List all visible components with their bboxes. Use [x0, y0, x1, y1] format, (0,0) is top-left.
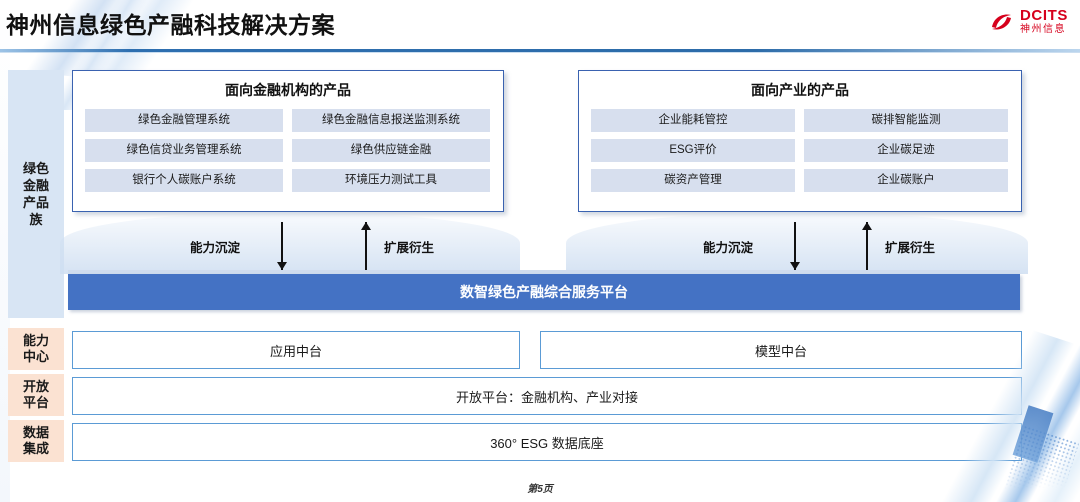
page-title: 神州信息绿色产融科技解决方案 — [6, 12, 335, 38]
rail-family-line-1: 绿色 — [22, 161, 49, 176]
product-chip[interactable]: 绿色金融信息报送监测系统 — [292, 109, 490, 132]
platform-bar[interactable]: 数智绿色产融综合服务平台 — [68, 274, 1020, 310]
logo-text-cn: 神州信息 — [1020, 24, 1066, 35]
arrow-label-capability-precipitation: 能力沉淀 — [190, 240, 241, 255]
product-chip[interactable]: 企业能耗管控 — [591, 109, 795, 132]
layer-box-application-midend[interactable]: 应用中台 — [72, 331, 520, 369]
arrow-group-left: 能力沉淀 扩展衍生 — [190, 218, 434, 274]
product-chip[interactable]: 企业碳足迹 — [804, 139, 1008, 162]
platform-bar-cap — [68, 270, 1020, 274]
logo-text-en: DCITS — [1020, 7, 1068, 24]
product-chip[interactable]: 碳排智能监测 — [804, 109, 1008, 132]
rail-data-text: 数据 集成 — [22, 425, 49, 456]
rail-label-ability-center: 能力 中心 — [8, 328, 64, 370]
panel-item-list-financial-institutions: 绿色金融管理系统 绿色金融信息报送监测系统 绿色信贷业务管理系统 绿色供应链金融… — [73, 100, 503, 192]
rail-ability-text: 能力 中心 — [22, 333, 49, 364]
rail-label-data-integration: 数据 集成 — [8, 420, 64, 462]
layer-label-model-midend: 模型中台 — [754, 343, 807, 359]
layer-label-open-platform: 开放平台：金融机构、产业对接 — [455, 389, 638, 405]
product-chip[interactable]: 绿色信贷业务管理系统 — [85, 139, 283, 162]
arrow-group-right: 能力沉淀 扩展衍生 — [703, 218, 935, 274]
title-divider-secondary — [0, 52, 1080, 53]
product-chip[interactable]: 绿色金融管理系统 — [85, 109, 283, 132]
rail-label-open-platform: 开放 平台 — [8, 374, 64, 416]
platform-bar-label: 数智绿色产融综合服务平台 — [460, 284, 628, 300]
layer-box-model-midend[interactable]: 模型中台 — [540, 331, 1022, 369]
dcits-swirl-icon — [989, 12, 1015, 32]
rail-family-line-4: 族 — [29, 212, 43, 227]
rail-open-text: 开放 平台 — [22, 379, 49, 410]
brand-logo: DCITS 神州信息 — [989, 8, 1068, 35]
title-divider — [0, 49, 1080, 52]
arrow-down-icon — [276, 222, 288, 270]
panel-title-financial-institutions: 面向金融机构的产品 — [225, 82, 351, 98]
product-chip[interactable]: 企业碳账户 — [804, 169, 1008, 192]
arrow-label-expansion-derivation: 扩展衍生 — [384, 240, 435, 255]
arrow-up-icon — [360, 222, 372, 270]
arrow-down-icon — [789, 222, 801, 270]
product-chip[interactable]: 环境压力测试工具 — [292, 169, 490, 192]
rail-family-line-3: 产品 — [22, 195, 49, 210]
rail-label-green-finance-family: 绿色 金融 产品 族 — [8, 70, 64, 318]
product-chip[interactable]: 银行个人碳账户系统 — [85, 169, 283, 192]
product-chip[interactable]: ESG评价 — [591, 139, 795, 162]
arrow-label-capability-precipitation: 能力沉淀 — [703, 240, 754, 255]
page-number-footer: 第5页 — [527, 484, 553, 495]
arrow-up-icon — [861, 222, 873, 270]
layer-box-open-platform[interactable]: 开放平台：金融机构、产业对接 — [72, 377, 1022, 415]
panel-financial-institutions: 面向金融机构的产品 绿色金融管理系统 绿色金融信息报送监测系统 绿色信贷业务管理… — [72, 70, 504, 212]
layer-label-data-foundation: 360° ESG 数据底座 — [490, 435, 604, 451]
panel-industry: 面向产业的产品 企业能耗管控 碳排智能监测 ESG评价 企业碳足迹 碳资产管理 … — [578, 70, 1022, 212]
panel-title-industry: 面向产业的产品 — [751, 82, 849, 98]
panel-item-list-industry: 企业能耗管控 碳排智能监测 ESG评价 企业碳足迹 碳资产管理 企业碳账户 — [579, 100, 1021, 192]
product-chip[interactable]: 碳资产管理 — [591, 169, 795, 192]
product-chip[interactable]: 绿色供应链金融 — [292, 139, 490, 162]
layer-label-application-midend: 应用中台 — [269, 343, 322, 359]
arrow-label-expansion-derivation: 扩展衍生 — [885, 240, 936, 255]
rail-family-line-2: 金融 — [22, 178, 49, 193]
layer-box-data-foundation[interactable]: 360° ESG 数据底座 — [72, 423, 1022, 461]
